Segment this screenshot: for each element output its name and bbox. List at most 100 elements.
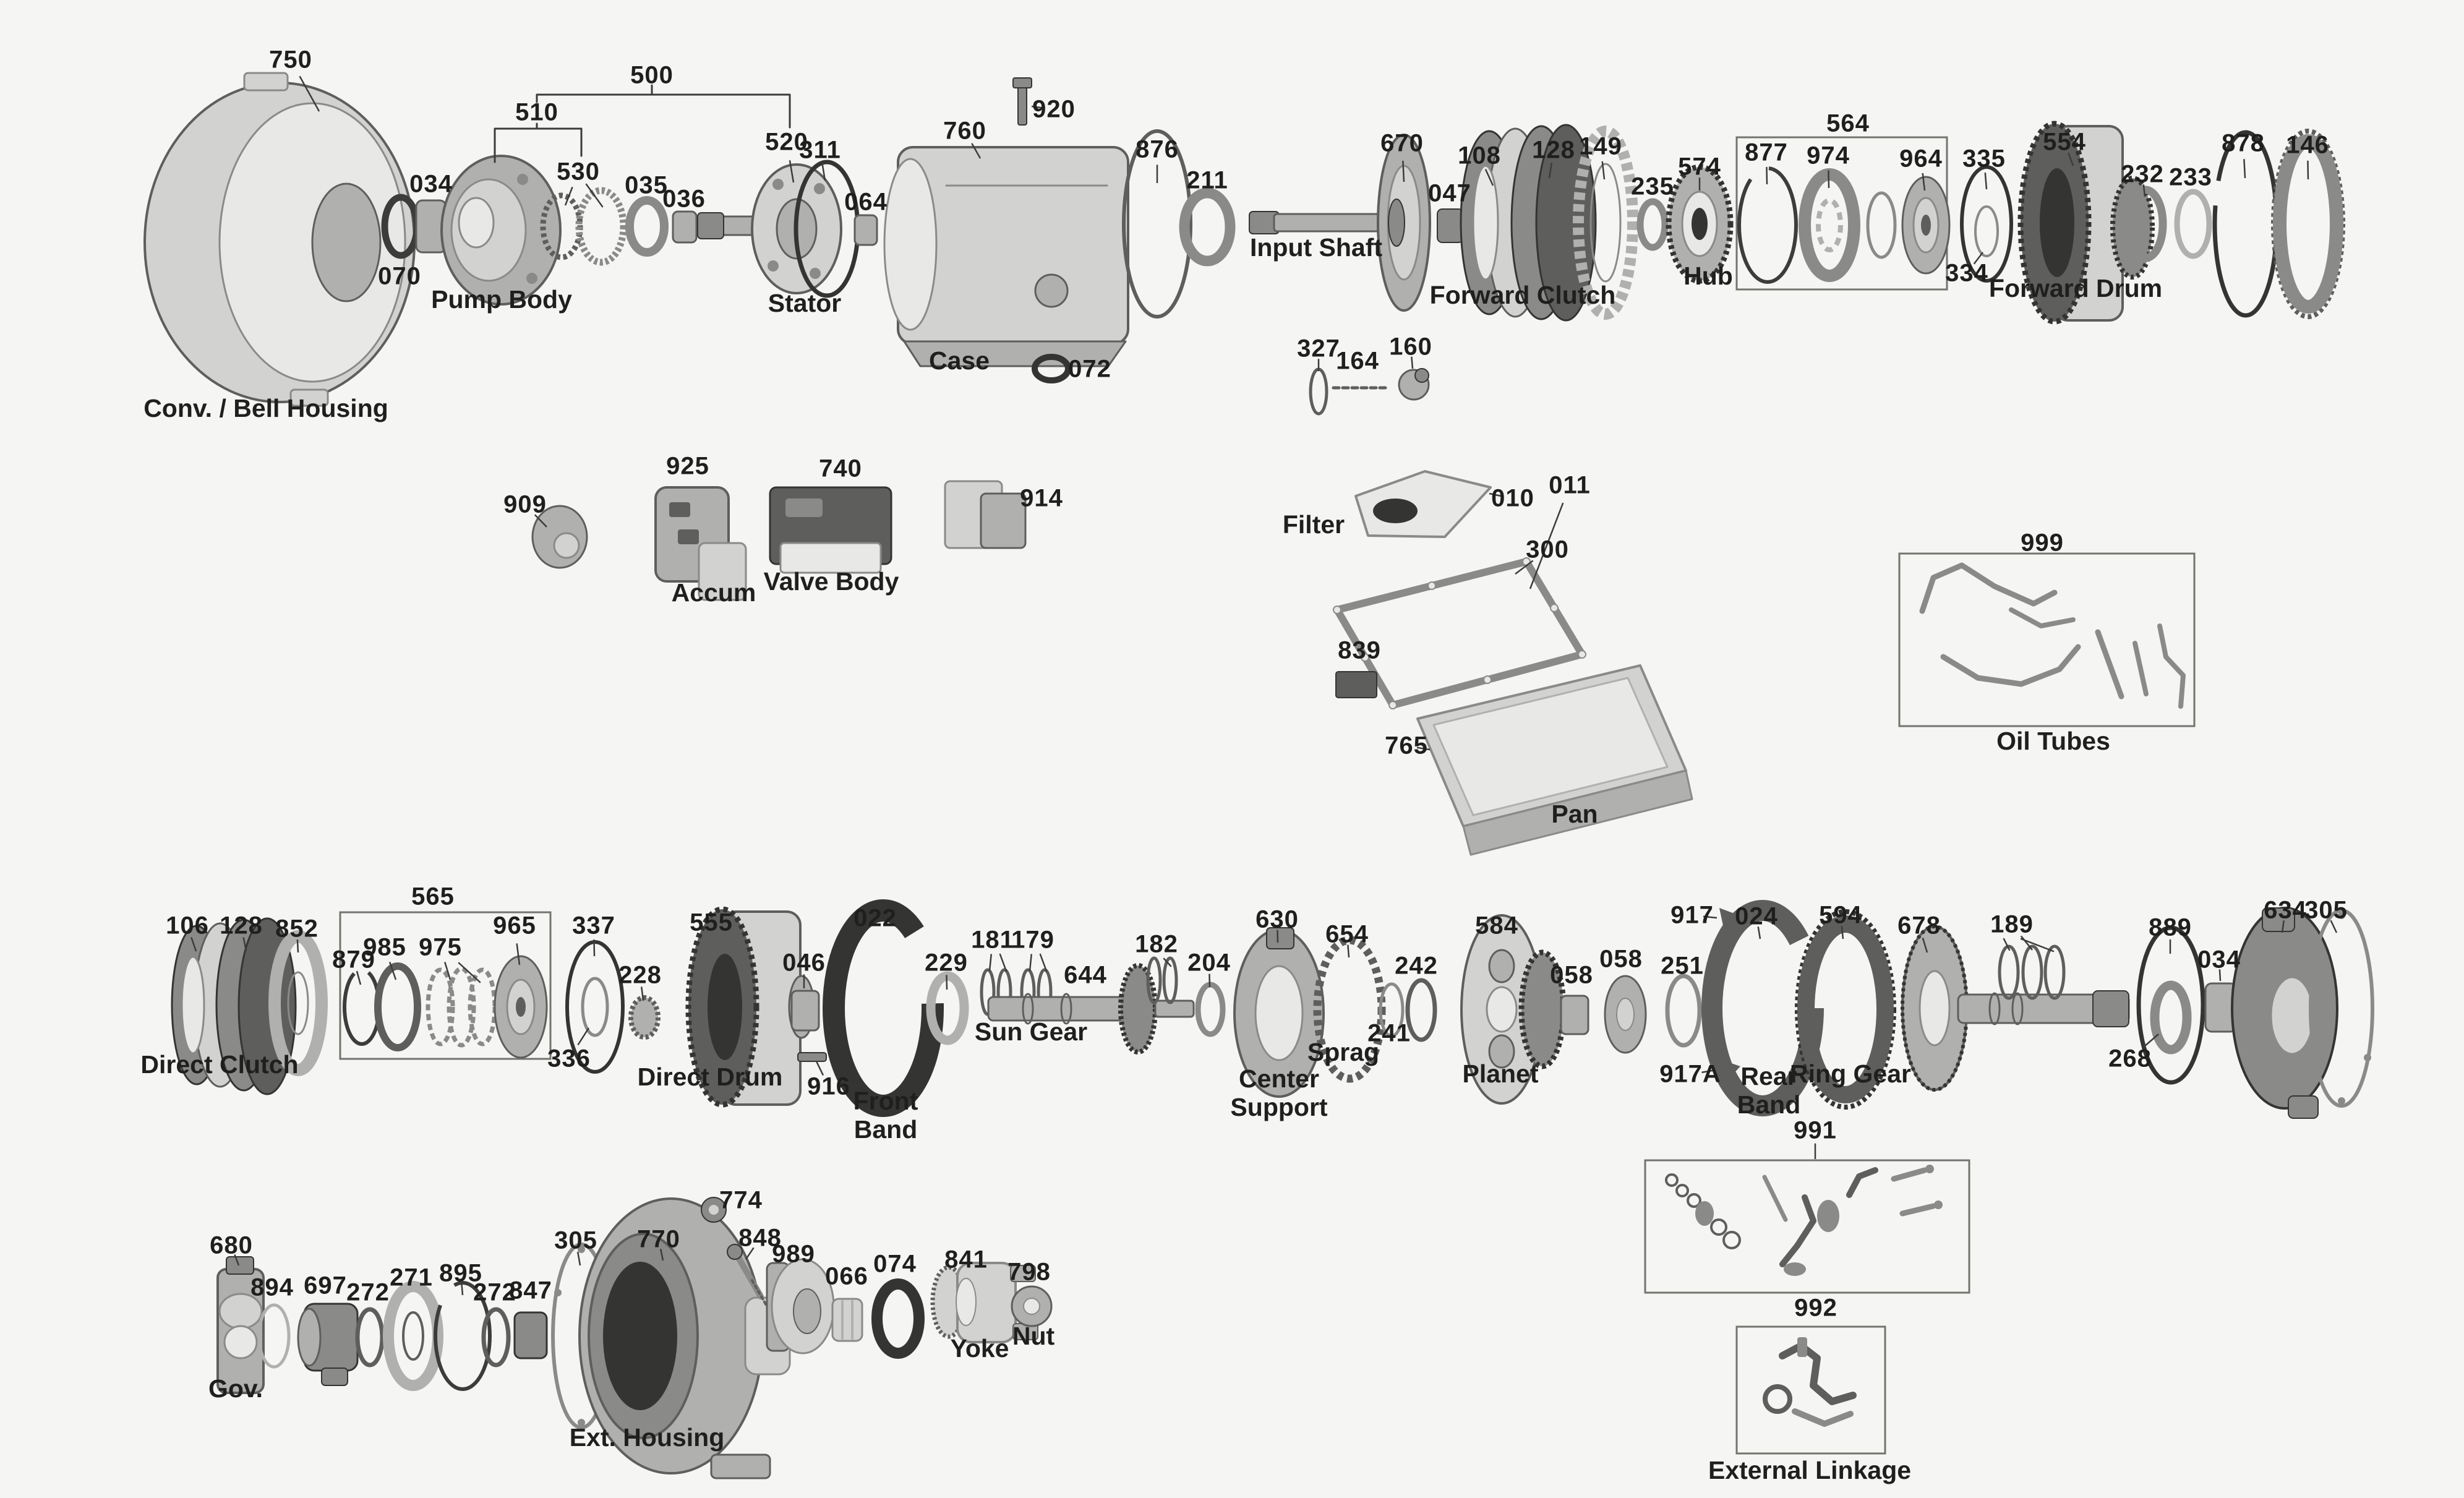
caption-rear-band-line-0: Rear xyxy=(1740,1062,1797,1090)
part-label-300-43: 300 xyxy=(1526,536,1569,563)
pan-inner xyxy=(1432,677,1669,816)
part-label-204-67: 204 xyxy=(1187,949,1231,977)
caption-input-shaft: Input Shaft xyxy=(1250,233,1382,262)
gasket-300-dot2 xyxy=(1427,581,1436,590)
part-label-975-53: 975 xyxy=(419,933,462,961)
caption-pump-body: Pump Body xyxy=(431,285,572,314)
linkage-991-arm xyxy=(1846,1167,1878,1198)
plate-149-inner xyxy=(1589,163,1622,283)
input-shaft-hub xyxy=(1388,199,1405,247)
part-label-530-3: 530 xyxy=(557,158,600,186)
leader-917A-78 xyxy=(1701,1069,1716,1074)
oil-tube-1 xyxy=(1919,562,2058,614)
part-label-654-69: 654 xyxy=(1325,920,1369,948)
part-label-594-79: 594 xyxy=(1819,901,1862,929)
stator-hole-b xyxy=(810,268,821,279)
leader-530-3 xyxy=(564,186,573,206)
disc-058-b-inner xyxy=(1616,998,1635,1031)
part-label-271-91: 271 xyxy=(390,1264,433,1291)
part-label-584-72: 584 xyxy=(1475,912,1518,939)
gasket-300-dot6 xyxy=(1483,675,1492,684)
leader-334-28 xyxy=(1973,252,1983,265)
part-label-917A-78: 917A xyxy=(1659,1060,1721,1088)
caption-rear-band-line-1: Band xyxy=(1737,1090,1801,1119)
part-label-909-37: 909 xyxy=(503,490,547,518)
part-label-146-33: 146 xyxy=(2286,131,2329,159)
bracket-510 xyxy=(494,127,583,163)
pump-bolt-b xyxy=(526,273,537,284)
ring-335 xyxy=(1960,165,2013,283)
leader-895-92 xyxy=(461,1283,464,1296)
part-label-916-61: 916 xyxy=(807,1072,850,1100)
gov-680-top xyxy=(226,1256,254,1275)
part-label-879-51: 879 xyxy=(332,946,375,974)
ring-337 xyxy=(565,940,625,1074)
part-label-058-74: 058 xyxy=(1599,945,1643,973)
gov-680-eye xyxy=(223,1325,258,1359)
cyl-064 xyxy=(853,214,878,246)
leader-974-25 xyxy=(1828,170,1830,189)
leader-750-0 xyxy=(299,75,320,112)
leader-189-81 xyxy=(2020,935,2033,951)
accum-925-port2 xyxy=(678,529,699,544)
part-label-991-104: 991 xyxy=(1794,1116,1837,1144)
plate-149 xyxy=(1573,126,1638,320)
part-label-064-10: 064 xyxy=(844,188,888,216)
hub-574-core xyxy=(1692,208,1708,240)
leader-530-b xyxy=(585,183,604,208)
sun-gear-tail xyxy=(1154,999,1195,1018)
part-label-108-18: 108 xyxy=(1458,142,1501,169)
part-label-914-40: 914 xyxy=(1020,484,1063,512)
washer-974 xyxy=(1799,168,1860,282)
linkage-991-blob2 xyxy=(1817,1200,1839,1232)
part-label-848-98: 848 xyxy=(738,1224,782,1252)
part-label-189-81: 189 xyxy=(1990,910,2034,938)
part-label-678-80: 678 xyxy=(1897,912,1941,939)
accum-925-foot xyxy=(698,542,747,601)
leader-878-32 xyxy=(2243,159,2246,179)
leader-149-20 xyxy=(1601,161,1606,180)
linkage-991-bolt1 xyxy=(1891,1167,1928,1182)
part-label-036-9: 036 xyxy=(662,185,706,213)
oil-tube-3 xyxy=(1940,644,2081,687)
plug-774-inner xyxy=(709,1205,719,1215)
group-box-991 xyxy=(1644,1159,1970,1294)
snap-877 xyxy=(1737,166,1798,284)
part-label-046-59: 046 xyxy=(782,949,826,977)
ring-189-c xyxy=(2043,944,2066,1000)
part-label-072-15: 072 xyxy=(1068,355,1111,383)
caption-nut-line-0: Nut xyxy=(1012,1322,1055,1350)
part-label-670-16: 670 xyxy=(1380,129,1424,157)
caption-direct-drum: Direct Drum xyxy=(638,1063,783,1091)
output-shaft-678-spline xyxy=(2092,990,2129,1027)
ext-housing-770-foot xyxy=(710,1453,771,1479)
part-label-964-26: 964 xyxy=(1899,145,1943,173)
anchor-917A xyxy=(1718,1059,1740,1082)
caption-conv-bell-housing: Conv. / Bell Housing xyxy=(143,394,388,422)
linkage-991-bolt2 xyxy=(1899,1203,1936,1217)
housing-634-lug1 xyxy=(2262,907,2295,932)
sun-gear-ring2 xyxy=(1060,993,1072,1025)
bell-housing-bore xyxy=(311,182,382,302)
part-label-740-39: 740 xyxy=(819,455,862,482)
group-box-999 xyxy=(1898,552,2196,727)
part-label-697-89: 697 xyxy=(304,1272,347,1299)
part-label-232-30: 232 xyxy=(2121,160,2164,188)
part-label-305-95: 305 xyxy=(554,1226,597,1254)
part-label-074-101: 074 xyxy=(873,1250,917,1278)
part-label-630-68: 630 xyxy=(1256,905,1299,933)
output-shaft-678-collar2 xyxy=(2011,992,2024,1025)
sensor-160-tip xyxy=(1414,368,1429,383)
part-label-847-94: 847 xyxy=(509,1277,552,1304)
caption-sun-gear-line-0: Sun Gear xyxy=(974,1017,1088,1046)
part-label-634-85: 634 xyxy=(2264,896,2307,924)
leader-011-42 xyxy=(1529,502,1564,589)
ring-894 xyxy=(257,1303,291,1369)
cyl-046 xyxy=(790,990,820,1032)
caption-conv-bell-housing-line-0: Conv. / Bell Housing xyxy=(143,394,388,422)
leader-204-67 xyxy=(1208,974,1211,988)
linkage-991-tip1 xyxy=(1925,1165,1934,1173)
part-label-181-63: 181 xyxy=(971,926,1014,954)
caption-oil-tubes-line-0: Oil Tubes xyxy=(1996,727,2110,755)
ring-235 xyxy=(1636,198,1669,251)
